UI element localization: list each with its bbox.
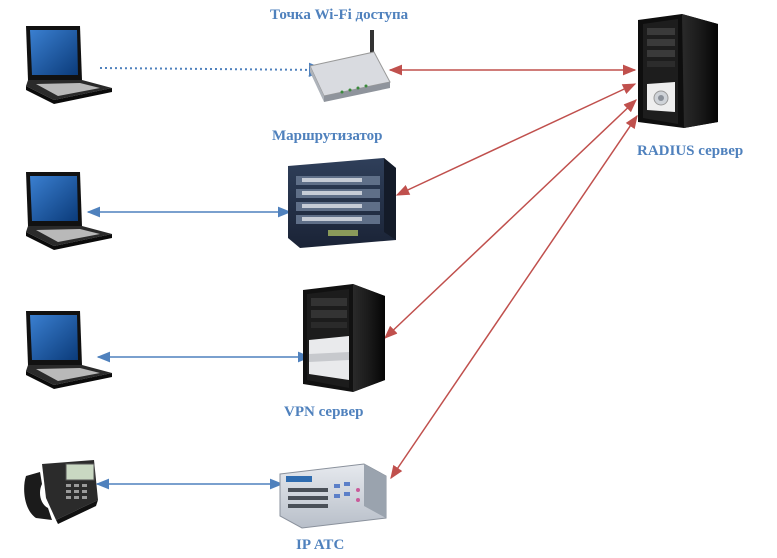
router-icon	[288, 158, 396, 248]
laptop-icon	[26, 26, 112, 104]
router-label: Маршрутизатор	[272, 128, 383, 144]
laptop-icon	[26, 172, 112, 250]
radius-server-label: RADIUS сервер	[637, 143, 744, 159]
ip-atc-icon	[279, 463, 387, 529]
access-point-icon	[309, 30, 391, 102]
vpn-server-icon	[303, 284, 385, 392]
vpn-server-label: VPN сервер	[284, 404, 364, 420]
link-laptop1-access-point	[99, 62, 327, 78]
access-point-label: Точка Wi-Fi доступа	[270, 7, 409, 23]
link-ipatc-radius	[390, 114, 638, 480]
link-router-radius	[395, 83, 637, 196]
radius-server-icon	[638, 14, 718, 128]
laptop-icon	[26, 311, 112, 389]
ip-phone-icon	[24, 460, 98, 524]
ip-atc-label: IP АТС	[296, 537, 345, 553]
